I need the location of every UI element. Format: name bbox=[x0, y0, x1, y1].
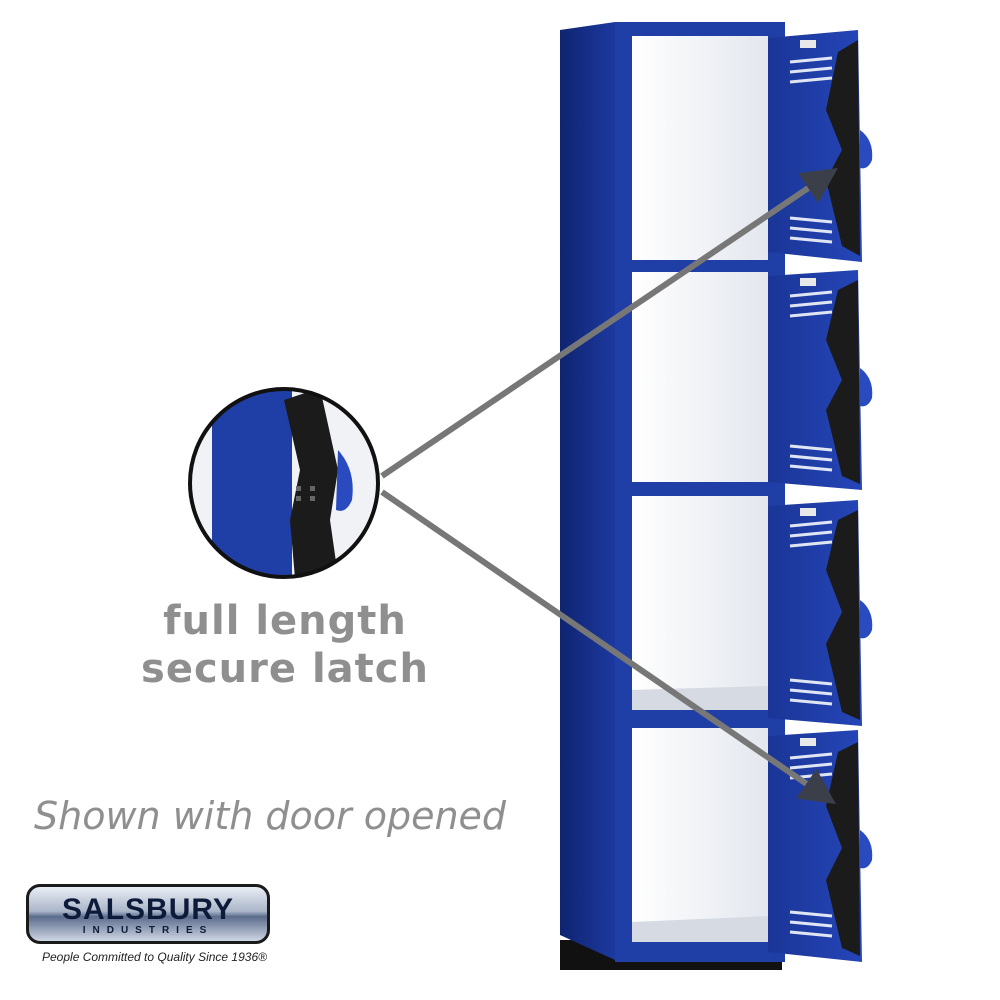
locker-side-panel bbox=[560, 22, 615, 960]
compartment-interior-1 bbox=[632, 36, 768, 260]
door-nameplate-1 bbox=[800, 40, 816, 48]
door-vents-bottom-3 bbox=[789, 678, 833, 706]
door-handle-1 bbox=[860, 130, 873, 169]
locker-unit bbox=[560, 22, 785, 970]
door-vents-bottom-1 bbox=[789, 216, 833, 244]
door-4[interactable] bbox=[768, 730, 873, 962]
locker-doors bbox=[768, 30, 873, 962]
compartment-interior-2 bbox=[632, 272, 768, 482]
door-latch-3 bbox=[826, 510, 860, 720]
logo-sub-text: INDUSTRIES bbox=[82, 925, 214, 936]
door-handle-2 bbox=[860, 368, 873, 407]
door-nameplate-4 bbox=[800, 738, 816, 746]
compartment-interior-4 bbox=[632, 728, 768, 942]
door-vents-bottom-2 bbox=[789, 444, 833, 472]
door-handle-3 bbox=[860, 600, 873, 639]
latch-zoom-circle bbox=[188, 387, 380, 579]
door-latch-2 bbox=[826, 280, 860, 484]
door-2[interactable] bbox=[768, 270, 873, 490]
door-opened-note: Shown with door opened bbox=[34, 794, 507, 838]
door-vents-top-2 bbox=[789, 290, 833, 318]
shelf-shade-3 bbox=[632, 686, 768, 710]
door-vents-top-3 bbox=[789, 520, 833, 548]
callout-caption-line-2: secure latch bbox=[141, 646, 429, 692]
door-vents-top-1 bbox=[789, 56, 833, 84]
salsbury-logo: SALSBURY INDUSTRIES bbox=[26, 884, 270, 944]
door-nameplate-2 bbox=[800, 278, 816, 286]
door-nameplate-3 bbox=[800, 508, 816, 516]
shelf-shade-4 bbox=[632, 916, 768, 942]
arrow-to-top-latch bbox=[380, 167, 838, 479]
arrow-to-bottom-latch bbox=[380, 489, 836, 805]
compartment-interior-3 bbox=[632, 496, 768, 710]
callout-caption-line-1: full length bbox=[163, 598, 407, 644]
callout-arrows bbox=[380, 167, 838, 805]
door-1[interactable] bbox=[768, 30, 873, 262]
door-3[interactable] bbox=[768, 500, 873, 726]
logo-tagline: People Committed to Quality Since 1936® bbox=[42, 950, 267, 964]
logo-brand-text: SALSBURY bbox=[62, 893, 234, 926]
door-handle-4 bbox=[860, 830, 873, 869]
door-vents-bottom-4 bbox=[789, 910, 833, 938]
